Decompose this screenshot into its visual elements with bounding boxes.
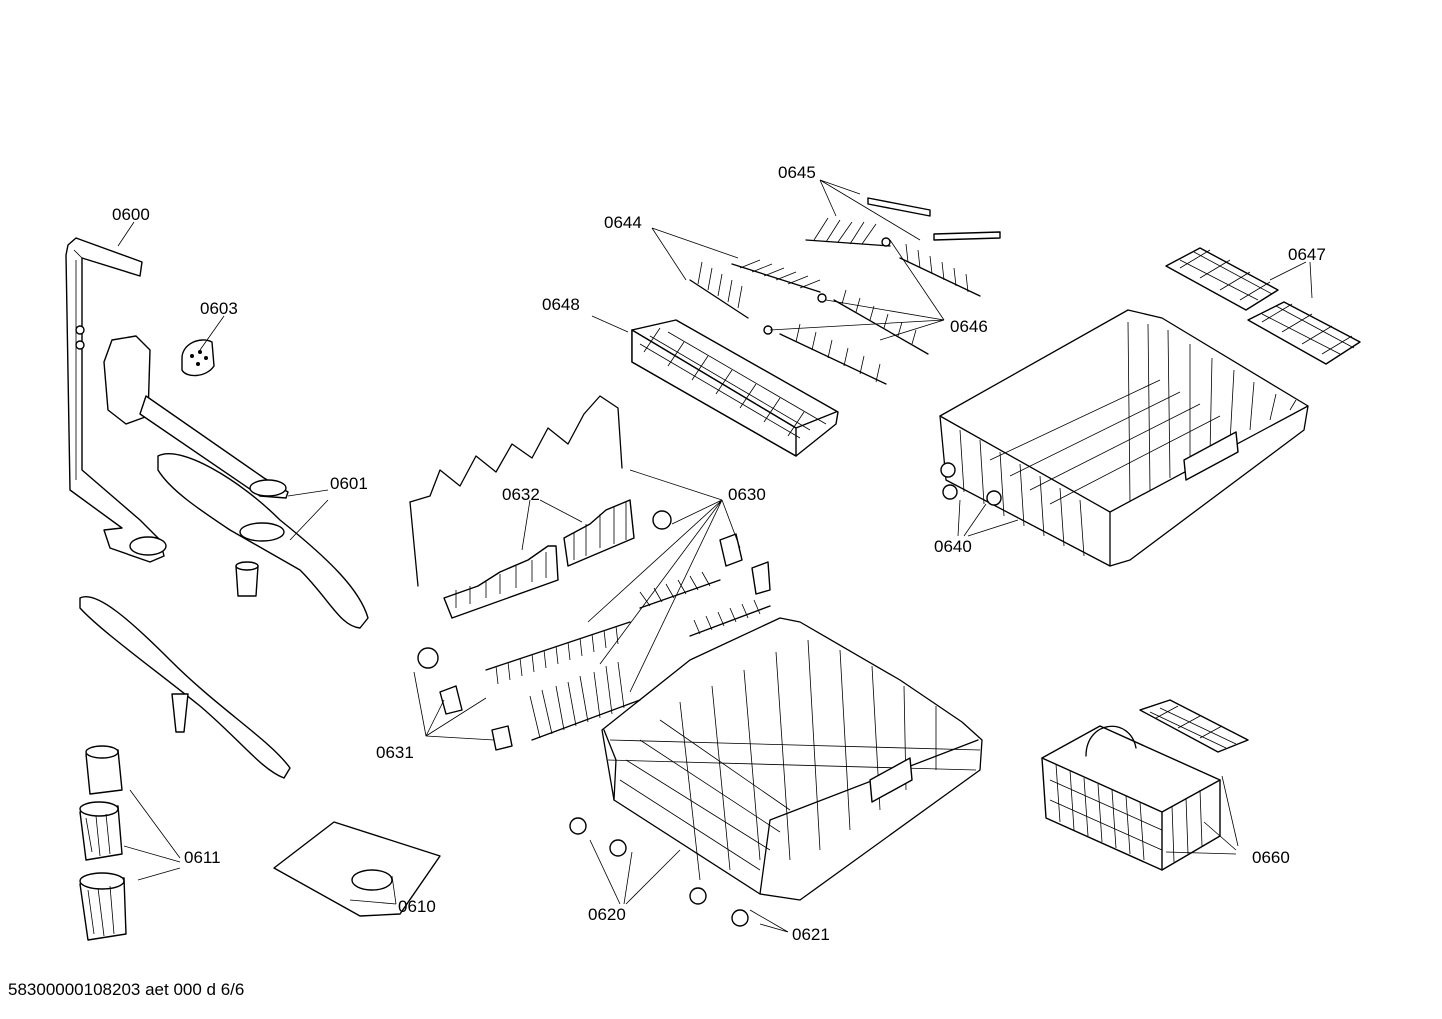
part-lower-spray-arm: [79, 596, 291, 779]
callout-0631: 0631: [376, 743, 414, 762]
callout-0645: 0645: [778, 163, 816, 182]
part-0644-tines: [689, 259, 821, 319]
part-lower-rack: [569, 617, 983, 927]
callout-0646: 0646: [950, 317, 988, 336]
part-0647-shelves: [1165, 247, 1361, 365]
callout-0603: 0603: [200, 299, 238, 318]
callout-0611: 0611: [184, 848, 221, 867]
part-cup-racks: [485, 571, 771, 741]
callout-0644: 0644: [604, 213, 642, 232]
part-0646-tines: [763, 237, 929, 385]
part-0601-spray-arm: [157, 453, 369, 629]
part-0630-wire: [409, 395, 623, 587]
callout-0601: 0601: [330, 474, 368, 493]
callout-0630: 0630: [728, 485, 766, 504]
part-0600-supply-tube: [65, 237, 167, 563]
part-upper-spray-holder: [103, 335, 289, 499]
callout-0610: 0610: [398, 897, 436, 916]
part-0603-cap: [181, 339, 215, 377]
part-0648-tray: [631, 319, 839, 457]
part-0645-tines: [805, 197, 1001, 297]
callout-0648: 0648: [542, 295, 580, 314]
callout-labels: 0600 0603 0601 0611 0610 0620 0621 0630 …: [112, 163, 1326, 944]
callout-0620: 0620: [588, 905, 626, 924]
part-0610-plate: [273, 821, 441, 917]
callout-0600: 0600: [112, 205, 150, 224]
callout-0621: 0621: [792, 925, 830, 944]
leader-lines: [117, 179, 1313, 933]
document-id: 58300000108203 aet 000 d 6/6: [8, 980, 245, 999]
callout-0640: 0640: [934, 537, 972, 556]
part-0660-basket: [1041, 699, 1249, 871]
part-0632-panels: [443, 499, 635, 619]
callout-0647: 0647: [1288, 245, 1326, 264]
part-0630-clips: [652, 510, 771, 595]
callout-0632: 0632: [502, 485, 540, 504]
callout-0660: 0660: [1252, 848, 1290, 867]
part-0611-filters: [79, 745, 127, 941]
part-upper-rack: [939, 309, 1309, 567]
part-0631-clips: [417, 647, 513, 751]
